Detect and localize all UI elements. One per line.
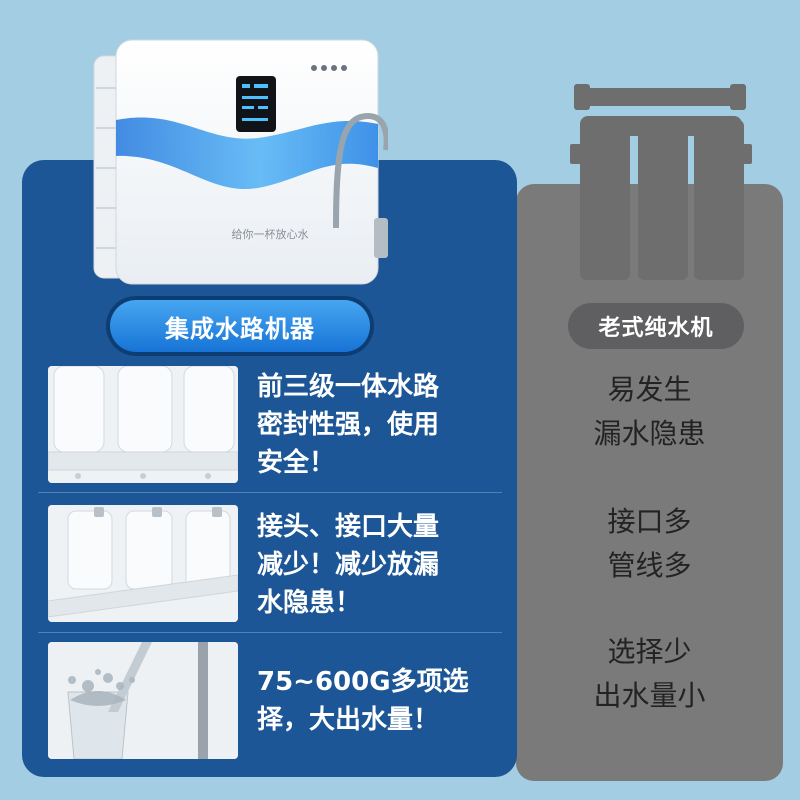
old-point-connectors: 接口多 管线多 (607, 505, 692, 582)
old-point-leak: 易发生 漏水隐患 (593, 373, 706, 450)
connector-image (48, 505, 238, 622)
feature-text-flow: 75~600G多项选 择，大出水量！ (257, 667, 469, 735)
divider (38, 492, 502, 493)
feature-text-connectors: 接头、接口大量 减少！减少放漏 水隐患！ (257, 512, 440, 618)
old-point-flow: 选择少 出水量小 (593, 635, 706, 712)
divider (38, 632, 502, 633)
water-purifier-image (93, 39, 388, 285)
product-slogan: 给你一杯放心水 (231, 228, 309, 241)
old-purifier-silhouette (570, 84, 752, 280)
integrated-pipe-image (48, 366, 238, 483)
old-machine-title: 老式纯水机 (568, 303, 744, 349)
water-splash-image (48, 642, 238, 759)
feature-text-integrated: 前三级一体水路 密封性强，使用 安全！ (257, 372, 440, 478)
new-machine-title: 集成水路机器 (110, 300, 370, 352)
old-machine-card (516, 184, 783, 781)
